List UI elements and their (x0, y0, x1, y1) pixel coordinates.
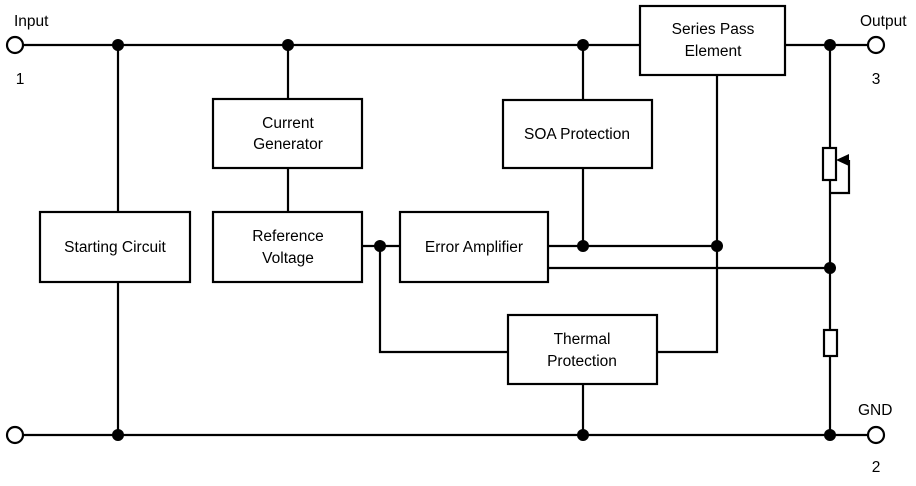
block-current-generator-label-line2: Generator (253, 136, 323, 153)
block-current-generator[interactable] (211, 97, 364, 170)
label-output: Output (860, 13, 907, 30)
wire-potentiometer-wiper-return (830, 160, 851, 195)
block-reference-voltage-label-line2: Voltage (262, 250, 314, 267)
block-series-pass-element[interactable] (638, 4, 787, 77)
divider-resistor[interactable] (822, 328, 839, 358)
label-gnd: GND (858, 402, 892, 419)
block-starting-circuit[interactable] (38, 210, 192, 284)
block-error-amplifier-label: Error Amplifier (425, 239, 523, 256)
wire-reference-node-to-thermal-protection (378, 246, 508, 354)
terminal-gnd-right[interactable] (866, 425, 886, 445)
wire-series-pass-to-thermal-protection (657, 75, 719, 354)
block-current-generator-label-line1: Current (262, 115, 314, 132)
junction-output-node (824, 39, 836, 51)
junction-layer (112, 39, 836, 441)
potentiometer-wiper-arrow (836, 154, 849, 166)
terminal-output[interactable] (866, 35, 886, 55)
junction-current-generator-tap (282, 39, 294, 51)
pin-number-gnd: 2 (872, 459, 881, 476)
pin-number-input: 1 (16, 71, 25, 88)
junction-reference-voltage-out (374, 240, 386, 252)
block-layer: Starting Circuit Current Generator Refer… (38, 4, 787, 386)
block-thermal-protection-label-line1: Thermal (554, 331, 611, 348)
label-input: Input (14, 13, 49, 30)
terminal-input[interactable] (5, 35, 25, 55)
component-layer (821, 146, 849, 358)
junction-divider-feedback-tap (824, 262, 836, 274)
junction-gnd-thermal-leg (577, 429, 589, 441)
label-layer: Input 1 Output 3 GND 2 (14, 13, 907, 476)
terminal-layer (5, 35, 886, 445)
block-thermal-protection-label-line2: Protection (547, 353, 617, 370)
block-soa-protection[interactable] (501, 98, 654, 170)
block-thermal-protection[interactable] (506, 313, 659, 386)
junction-input-node (112, 39, 124, 51)
block-series-pass-element-label-line2: Element (685, 43, 743, 60)
block-starting-circuit-label: Starting Circuit (64, 239, 166, 256)
terminal-gnd[interactable] (5, 425, 25, 445)
junction-gnd-input-leg (112, 429, 124, 441)
pin-number-output: 3 (872, 71, 881, 88)
junction-pass-element-drive (711, 240, 723, 252)
junction-soa-tap (577, 39, 589, 51)
block-reference-voltage-label-line1: Reference (252, 228, 324, 245)
junction-gnd-divider-leg (824, 429, 836, 441)
block-series-pass-element-label-line1: Series Pass (672, 21, 755, 38)
block-error-amplifier[interactable] (398, 210, 550, 284)
block-soa-protection-label: SOA Protection (524, 126, 630, 143)
junction-soa-error-amp (577, 240, 589, 252)
block-reference-voltage[interactable] (211, 210, 364, 284)
adjust-potentiometer[interactable] (821, 146, 838, 182)
